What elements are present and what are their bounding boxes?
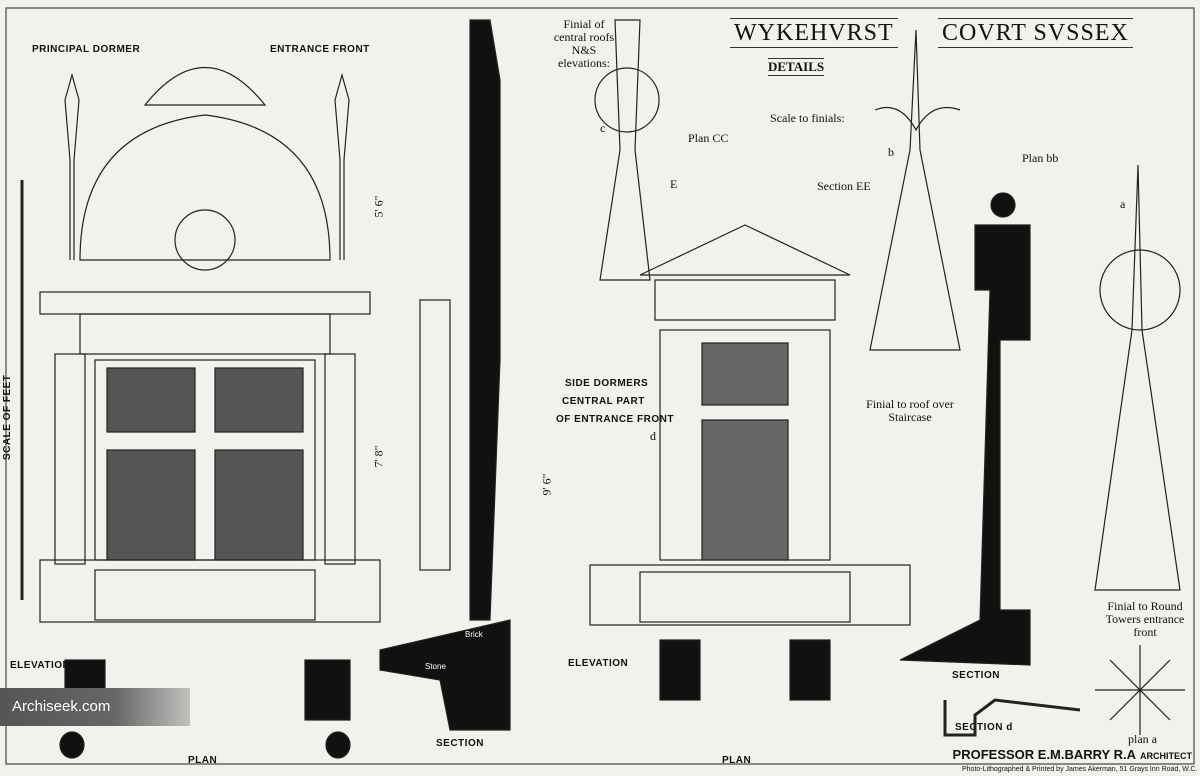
title-part2: COVRT SVSSEX: [938, 18, 1133, 48]
subtitle: DETAILS: [768, 58, 825, 76]
label-section-d: SECTION d: [955, 722, 1013, 733]
plan-a-star: [1095, 645, 1185, 735]
label-elevation-mid: ELEVATION: [568, 658, 629, 669]
label-plan-mid: PLAN: [722, 755, 752, 766]
principal-dormer-elevation: [20, 67, 381, 623]
dimension-4: 6' 6": [477, 543, 492, 566]
label-brick: Brick: [465, 630, 483, 639]
label-stone: Stone: [425, 662, 446, 671]
letter-e: E: [670, 177, 678, 191]
label-finial-towers: Finial to Round Towers entrance front: [1105, 599, 1185, 639]
label-central-part: CENTRAL PART: [562, 396, 645, 407]
label-section-ee: Section EE: [817, 179, 871, 193]
dimension-2: 7' 8": [371, 445, 386, 468]
architect-credit-row: PROFESSOR E.M.BARRY R.A ARCHITECT: [952, 747, 1192, 762]
label-principal-dormer: PRINCIPAL DORMER: [32, 44, 141, 55]
finial-central: [594, 19, 660, 281]
label-of-entrance-front: OF ENTRANCE FRONT: [556, 414, 674, 425]
label-scale-of-feet: SCALE OF FEET: [2, 374, 13, 460]
watermark-text: Archiseek.com: [12, 698, 111, 715]
label-plan-bb: Plan bb: [1022, 151, 1059, 165]
architect-credit: PROFESSOR E.M.BARRY R.A: [952, 747, 1136, 762]
label-side-dormers: SIDE DORMERS: [565, 378, 649, 389]
dimension-1: 5' 6": [371, 195, 386, 218]
label-plan-left: PLAN: [188, 755, 218, 766]
label-finial-central: Finial of central roofs N&S elevations:: [553, 17, 615, 70]
letter-b: b: [888, 145, 894, 159]
label-plan-a: plan a: [1128, 732, 1157, 746]
letter-c: c: [600, 121, 606, 135]
finial-staircase: [869, 29, 961, 351]
finial-round-towers: [1094, 164, 1181, 591]
watermark-banner: Archiseek.com: [0, 688, 190, 726]
side-dormer-elevation: [589, 224, 911, 626]
label-plan-cc: Plan CC: [688, 131, 729, 145]
label-section-right: SECTION: [952, 670, 1000, 681]
label-elevation-left: ELEVATION: [10, 660, 71, 671]
plans: [59, 639, 1081, 759]
label-section-left: SECTION: [436, 738, 484, 749]
label-finial-staircase: Finial to roof over Staircase: [866, 397, 954, 424]
section-right: [899, 192, 1031, 666]
letter-d: d: [650, 429, 656, 443]
label-scale-to-finials: Scale to finials:: [770, 111, 845, 125]
dimension-3: 9' 6": [539, 473, 554, 496]
label-entrance-front: ENTRANCE FRONT: [270, 44, 370, 55]
section-left: [379, 19, 511, 731]
sheet-border: [5, 7, 1195, 765]
title-part1: WYKEHVRST: [730, 18, 898, 48]
letter-a: a: [1120, 197, 1126, 211]
architect-suffix: ARCHITECT: [1140, 751, 1192, 761]
printer-credit: Photo-Lithographed & Printed by James Ak…: [962, 766, 1198, 773]
